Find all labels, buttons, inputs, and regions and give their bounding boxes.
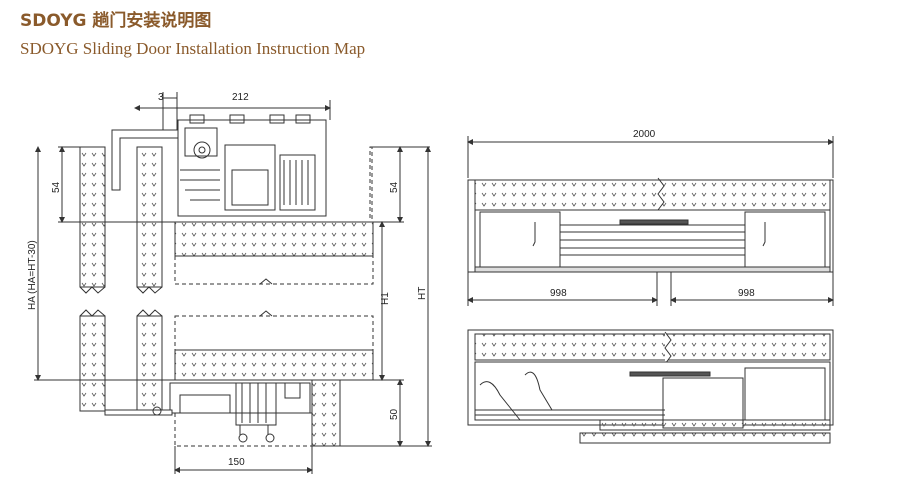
- floor-column: [311, 379, 341, 447]
- dim-998-right: 998: [738, 288, 755, 299]
- dim-3: 3: [158, 92, 164, 103]
- left-wall-column-upper-b: [136, 146, 163, 288]
- front-header-beam: [474, 179, 831, 211]
- dim-2000: 2000: [633, 129, 656, 140]
- dim-54-right: 54: [389, 181, 400, 193]
- dim-ht: HT: [417, 287, 428, 300]
- dim-150: 150: [228, 457, 245, 468]
- floor-track-a: [599, 419, 831, 431]
- title-english: SDOYG Sliding Door Installation Instruct…: [20, 39, 366, 58]
- floor-sill: [174, 349, 374, 381]
- title-chinese: SDOYG 趟门安装说明图: [20, 11, 212, 31]
- hanger-right: [744, 211, 826, 268]
- dim-54-left: 54: [51, 181, 62, 193]
- left-wall-column-lower-a: [79, 315, 106, 412]
- dim-212: 212: [232, 92, 249, 103]
- dim-h1: H1: [380, 292, 391, 305]
- left-wall-column-lower-b: [136, 315, 163, 412]
- dim-50: 50: [389, 408, 400, 420]
- floor-track-b: [579, 432, 831, 444]
- hanger-left: [479, 211, 561, 268]
- left-wall-column-upper-a: [79, 146, 106, 288]
- dim-ha: HA (HA=HT-30): [27, 240, 38, 310]
- lower-header-beam: [474, 333, 831, 361]
- dim-998-left: 998: [550, 288, 567, 299]
- header-beam: [174, 221, 374, 257]
- operator-mechanism: [177, 114, 327, 217]
